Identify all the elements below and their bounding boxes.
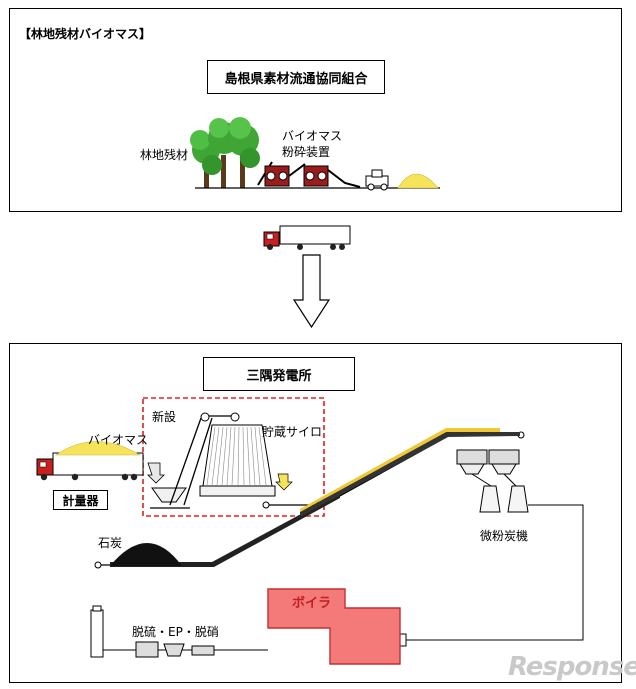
treatment-label: 脱硫・EP・脱硝	[132, 625, 219, 639]
storage-silo-icon	[199, 424, 276, 497]
power-plant-name-box: 三隅発電所	[203, 357, 355, 391]
fuel-line	[400, 504, 584, 641]
storage-silo-label: 貯蔵サイロ	[262, 425, 323, 439]
flue-gas-treatment-icon	[90, 605, 268, 658]
biomass-truck-icon	[36, 441, 144, 481]
new-facility-label: 新設	[152, 410, 177, 424]
pulverizer-icon	[456, 449, 529, 513]
crusher-machine-icon	[257, 161, 361, 188]
biomass-pile-icon	[397, 173, 439, 189]
cooperative-name-box: 島根県素材流通協同組合	[207, 60, 385, 94]
loader-vehicle-icon	[365, 169, 389, 191]
transport-truck-icon	[263, 225, 351, 250]
bucket-elevator-icon	[150, 412, 240, 509]
forest-trees-icon	[190, 117, 260, 188]
boiler-label: ボイラ	[292, 596, 332, 611]
weighbridge-box: 計量器	[53, 490, 108, 510]
response-watermark: Response	[508, 652, 636, 682]
coal-label: 石炭	[98, 536, 123, 550]
panel-title: 【林地残材バイオマス】	[19, 27, 152, 41]
forest-residue-label: 林地残材	[140, 148, 189, 162]
crusher-label-line1: バイオマス	[282, 129, 343, 143]
receiving-hopper-icon	[147, 462, 187, 503]
boiler-icon	[267, 588, 401, 665]
flow-down-arrow	[292, 254, 331, 329]
crusher-label-line2: 粉砕装置	[282, 145, 331, 159]
truck-biomass-label: バイオマス	[88, 433, 149, 447]
coal-pile-icon	[110, 543, 182, 566]
pulverizer-label: 微粉炭機	[480, 529, 529, 543]
feed-arrow-icon	[275, 473, 293, 491]
